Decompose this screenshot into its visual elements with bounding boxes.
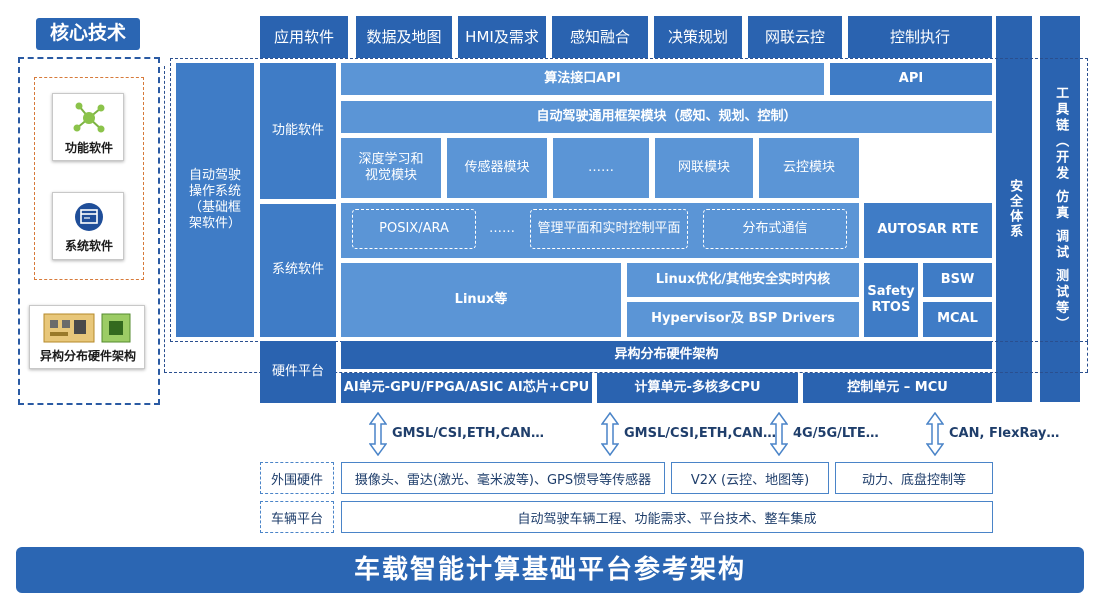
hw-platform-label: 硬件平台 [260,341,336,403]
conn-label-2: GMSL/CSI,ETH,CAN… [624,426,776,441]
vehicle-label: 车辆平台 [260,501,334,533]
circuit-board-icon [43,313,131,343]
algo-api[interactable]: 算法接口API [341,63,824,95]
module-deep-learning[interactable]: 深度学习和视觉模块 [341,138,441,198]
core-link-dashed [164,66,170,372]
dist-comm[interactable]: 分布式通信 [703,209,847,249]
core-tech-panel [18,57,160,405]
right-link-dashed [1087,342,1088,372]
top-control[interactable]: 控制执行 [848,16,992,58]
sys-sw-card-label: 系统软件 [64,238,113,253]
vehicle-content[interactable]: 自动驾驶车辆工程、功能需求、平台技术、整车集成 [341,501,993,533]
top-perception[interactable]: 感知融合 [552,16,648,58]
linux-opt[interactable]: Linux优化/其他安全实时内核 [627,263,859,297]
hw-arch[interactable]: 异构分布硬件架构 [341,341,992,369]
module-cloud[interactable]: 云控模块 [759,138,859,198]
core-tech-title: 核心技术 [49,22,126,45]
linux[interactable]: Linux等 [341,263,621,337]
toolchain-label: 工具链（开发 仿真 调试 测试等） [1053,85,1069,333]
top-planning[interactable]: 决策规划 [654,16,742,58]
posix-ara[interactable]: POSIX/ARA [352,209,476,249]
top-cloud[interactable]: 网联云控 [748,16,842,58]
func-sw-card[interactable]: 功能软件 [52,93,124,161]
bsw[interactable]: BSW [923,263,992,297]
system-icon [75,203,103,231]
sys-sw-label: 系统软件 [260,204,336,337]
hw-control-unit[interactable]: 控制单元 – MCU [803,373,992,403]
core-tech-title-bg [36,18,140,50]
safety-rtos[interactable]: Safety RTOS [864,263,918,337]
top-data-map[interactable]: 数据及地图 [356,16,452,58]
peripheral-v2x[interactable]: V2X (云控、地图等) [671,462,829,494]
peripheral-label: 外围硬件 [260,462,334,494]
peripheral-power[interactable]: 动力、底盘控制等 [835,462,993,494]
hw-ai-unit[interactable]: AI单元-GPU/FPGA/ASIC AI芯片+CPU [341,373,592,403]
mcal[interactable]: MCAL [923,302,992,337]
network-icon [73,102,105,133]
hw-arch-card-label: 异构分布硬件架构 [39,348,136,363]
conn-label-3: 4G/5G/LTE… [793,426,879,441]
module-sensor[interactable]: 传感器模块 [447,138,547,198]
top-hmi[interactable]: HMI及需求 [458,16,546,58]
module-etc: …… [553,138,649,198]
sys-sw-card[interactable]: 系统软件 [52,192,124,260]
top-app-sw[interactable]: 应用软件 [260,16,348,58]
api[interactable]: API [830,63,992,95]
double-arrow-icon [369,412,387,456]
core-tech-inner-dashed [34,77,144,280]
double-arrow-icon [770,412,788,456]
hypervisor[interactable]: Hypervisor及 BSP Drivers [627,302,859,337]
security-system[interactable]: 安全体系 [996,16,1032,402]
peripheral-sensors[interactable]: 摄像头、雷达(激光、毫米波等)、GPS惯导等传感器 [341,462,665,494]
hw-link-dashed [164,372,1088,373]
os-dashed-outline [170,58,1088,342]
conn-label-4: CAN, FlexRay… [949,426,1060,441]
module-network[interactable]: 网联模块 [655,138,753,198]
os-label: 自动驾驶操作系统（基础框架软件） [176,63,254,337]
sys-etc: …… [489,220,515,236]
autosar-rte[interactable]: AUTOSAR RTE [864,203,992,258]
footer-title: 车载智能计算基础平台参考架构 [16,547,1084,593]
framework-module[interactable]: 自动驾驶通用框架模块（感知、规划、控制） [341,101,992,133]
toolchain[interactable]: 工具链（开发 仿真 调试 测试等） [1040,16,1080,402]
hw-compute-unit[interactable]: 计算单元-多核多CPU [597,373,798,403]
double-arrow-icon [926,412,944,456]
double-arrow-icon [601,412,619,456]
func-sw-label: 功能软件 [260,63,336,199]
security-system-label: 安全体系 [1007,179,1023,239]
hw-arch-card[interactable]: 异构分布硬件架构 [29,305,145,369]
conn-label-1: GMSL/CSI,ETH,CAN… [392,426,544,441]
mgmt-plane[interactable]: 管理平面和实时控制平面 [530,209,688,249]
func-sw-card-label: 功能软件 [64,140,113,155]
